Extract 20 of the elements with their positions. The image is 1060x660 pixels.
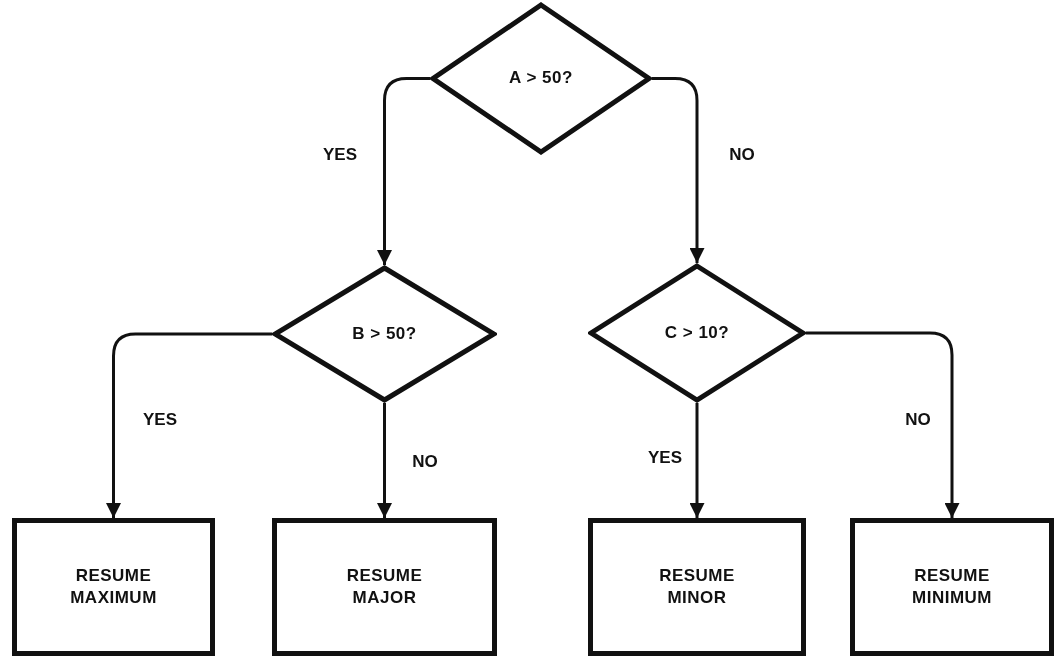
process-box (12, 518, 215, 656)
process-box (850, 518, 1054, 656)
decision-diamond (430, 2, 652, 155)
decision-diamond (588, 263, 806, 403)
node-label: RESUME MAXIMUM (69, 564, 158, 609)
arrow (377, 77, 430, 265)
arrow (377, 403, 392, 518)
decision-diamond (272, 265, 497, 403)
arrow (689, 403, 705, 518)
node-label: A > 50? (509, 67, 573, 90)
node-label: C > 10? (664, 321, 730, 344)
node-label: RESUME MAJOR (345, 564, 424, 609)
node-label: RESUME MINIMUM (911, 564, 993, 609)
node-label: B > 50? (352, 322, 417, 345)
arrow (806, 331, 960, 518)
process-box (588, 518, 806, 656)
node-label: RESUME MINOR (658, 564, 736, 609)
process-box (272, 518, 497, 656)
arrow (652, 77, 705, 263)
arrow (106, 332, 272, 518)
